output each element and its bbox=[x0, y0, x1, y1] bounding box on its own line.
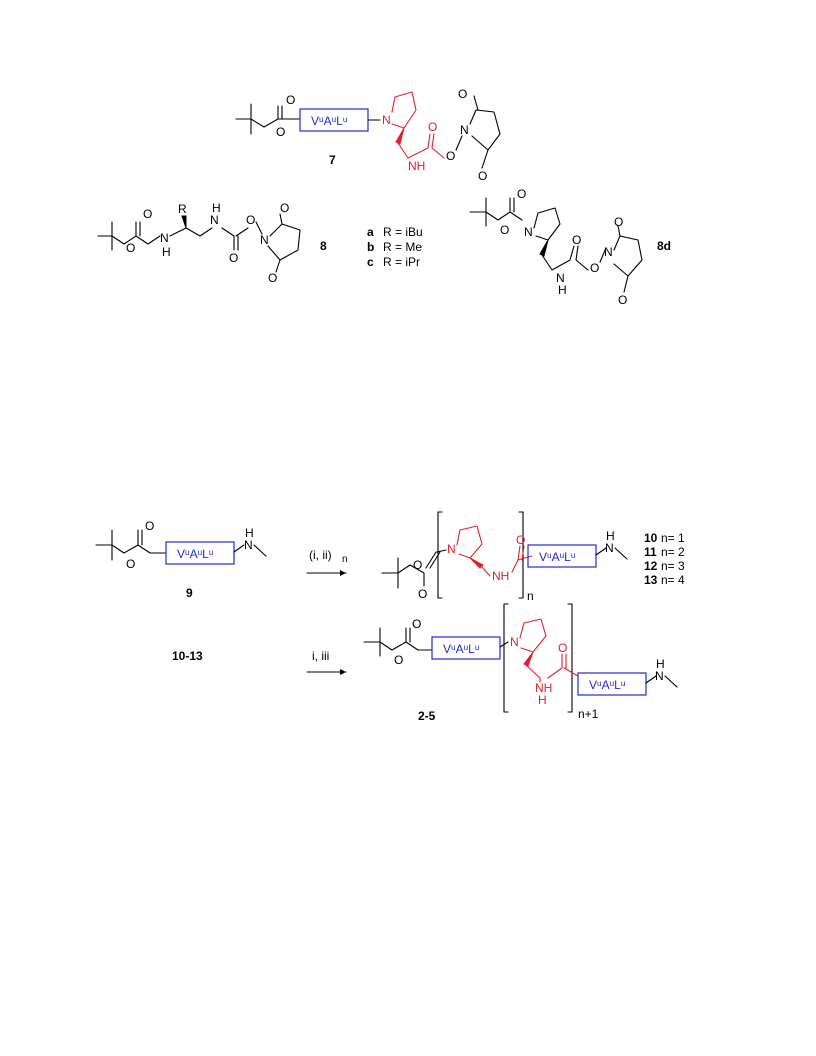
atom-n: N bbox=[556, 271, 565, 285]
compound-7: O O VᵘAᵘLᵘ N NH O O N O O 7 bbox=[235, 87, 501, 183]
atom-o: O bbox=[413, 558, 422, 572]
peptide-box bbox=[165, 541, 235, 565]
atom-o: O bbox=[590, 261, 599, 275]
atom-n: N bbox=[244, 538, 253, 552]
atom-h: H bbox=[538, 693, 547, 707]
series-id: 12 bbox=[644, 559, 658, 573]
peptide-label: VᵘAᵘLᵘ bbox=[539, 550, 575, 564]
compound-label: 7 bbox=[329, 153, 336, 167]
atom-nh: NH bbox=[535, 681, 552, 695]
atom-o: O bbox=[229, 251, 238, 265]
atom-h: H bbox=[606, 529, 615, 543]
peptide-label: VᵘAᵘLᵘ bbox=[443, 642, 479, 656]
atom-n: N bbox=[655, 669, 664, 683]
reaction-arrow-2: i, iii bbox=[306, 649, 347, 675]
peptide-box bbox=[527, 544, 597, 568]
peptide-label: VᵘAᵘLᵘ bbox=[311, 114, 347, 128]
atom-o: O bbox=[517, 187, 526, 201]
bracket-subscript: n bbox=[527, 589, 534, 603]
compound-label: 10-13 bbox=[172, 649, 203, 663]
series-id: 10 bbox=[644, 531, 658, 545]
atom-o: O bbox=[412, 617, 421, 631]
atom-o: O bbox=[458, 87, 467, 101]
atom-o: O bbox=[418, 587, 427, 601]
compound-9: O O VᵘAᵘLᵘ N H 9 bbox=[95, 519, 267, 600]
atom-o: O bbox=[572, 233, 581, 247]
atom-h: H bbox=[245, 526, 254, 540]
series-id: 11 bbox=[644, 545, 657, 559]
series-text: n= 2 bbox=[661, 545, 685, 559]
compound-label: 8d bbox=[657, 239, 671, 253]
reagent-subscript: n bbox=[342, 554, 348, 565]
atom-o: O bbox=[500, 223, 509, 237]
atom-o: O bbox=[446, 149, 455, 163]
substituent-letter: b bbox=[367, 240, 374, 254]
atom-n: N bbox=[210, 213, 219, 227]
compound-label: 2-5 bbox=[418, 709, 436, 723]
series-text: n= 4 bbox=[661, 573, 685, 587]
atom-o: O bbox=[126, 557, 135, 571]
atom-h: H bbox=[558, 283, 567, 297]
substituent-text: R = iBu bbox=[383, 225, 423, 239]
compound-10-13: O O N NH O n VᵘAᵘLᵘ N H bbox=[381, 511, 628, 603]
substituent-letter: c bbox=[367, 255, 374, 269]
series-legend: 10 n= 1 11 n= 2 12 n= 3 13 n= 4 bbox=[644, 531, 685, 587]
atom-o: O bbox=[516, 533, 525, 547]
atom-o: O bbox=[614, 215, 623, 229]
atom-n: N bbox=[160, 231, 169, 245]
peptide-box bbox=[577, 672, 647, 696]
peptide-box bbox=[431, 636, 501, 660]
reaction-arrow-1: (i, ii) n bbox=[306, 548, 348, 576]
atom-n: N bbox=[524, 225, 533, 239]
atom-o: O bbox=[618, 293, 627, 307]
series-text: n= 1 bbox=[661, 531, 685, 545]
atom-o: O bbox=[428, 120, 437, 134]
compound-label: 8 bbox=[320, 239, 327, 253]
atom-o: O bbox=[268, 271, 277, 285]
atom-o: O bbox=[286, 93, 295, 107]
atom-nh: NH bbox=[492, 569, 509, 583]
peptide-label: VᵘAᵘLᵘ bbox=[177, 547, 213, 561]
atom-o: O bbox=[280, 201, 289, 215]
peptide-label: VᵘAᵘLᵘ bbox=[589, 678, 625, 692]
atom-o: O bbox=[558, 641, 567, 655]
atom-o: O bbox=[246, 213, 255, 227]
atom-n: N bbox=[260, 233, 269, 247]
atom-n: N bbox=[460, 123, 469, 137]
atom-o: O bbox=[126, 241, 135, 255]
substituent-text: R = Me bbox=[383, 240, 422, 254]
atom-nh: NH bbox=[408, 159, 425, 173]
reagent-label: i, iii bbox=[312, 649, 329, 663]
compound-label: 9 bbox=[186, 586, 193, 600]
atom-n: N bbox=[382, 113, 391, 127]
atom-n: N bbox=[447, 542, 456, 556]
atom-o: O bbox=[478, 169, 487, 183]
substituent-list: a R = iBu b R = Me c R = iPr bbox=[367, 225, 423, 269]
atom-h: H bbox=[656, 657, 665, 671]
atom-h: H bbox=[212, 201, 221, 215]
series-id: 13 bbox=[644, 573, 658, 587]
compound-8: O O N H R N H O O N O O 8 bbox=[97, 201, 327, 285]
bracket-subscript: n+1 bbox=[578, 707, 599, 721]
atom-r: R bbox=[178, 202, 187, 216]
atom-o: O bbox=[276, 125, 285, 139]
atom-n: N bbox=[605, 541, 614, 555]
reagent-label: (i, ii) bbox=[309, 548, 332, 562]
atom-n: N bbox=[604, 245, 613, 259]
substituent-text: R = iPr bbox=[383, 255, 420, 269]
series-text: n= 3 bbox=[661, 559, 685, 573]
compound-2-5: O O VᵘAᵘLᵘ N NH H O n+1 VᵘAᵘLᵘ N H 2-5 bbox=[363, 603, 678, 723]
atom-o: O bbox=[143, 207, 152, 221]
atom-n: N bbox=[510, 635, 519, 649]
atom-o: O bbox=[145, 519, 154, 533]
atom-o: O bbox=[394, 653, 403, 667]
substituent-letter: a bbox=[367, 225, 374, 239]
atom-h: H bbox=[162, 245, 171, 259]
compound-8d: O O N N H O O N O O 8d bbox=[469, 187, 671, 307]
